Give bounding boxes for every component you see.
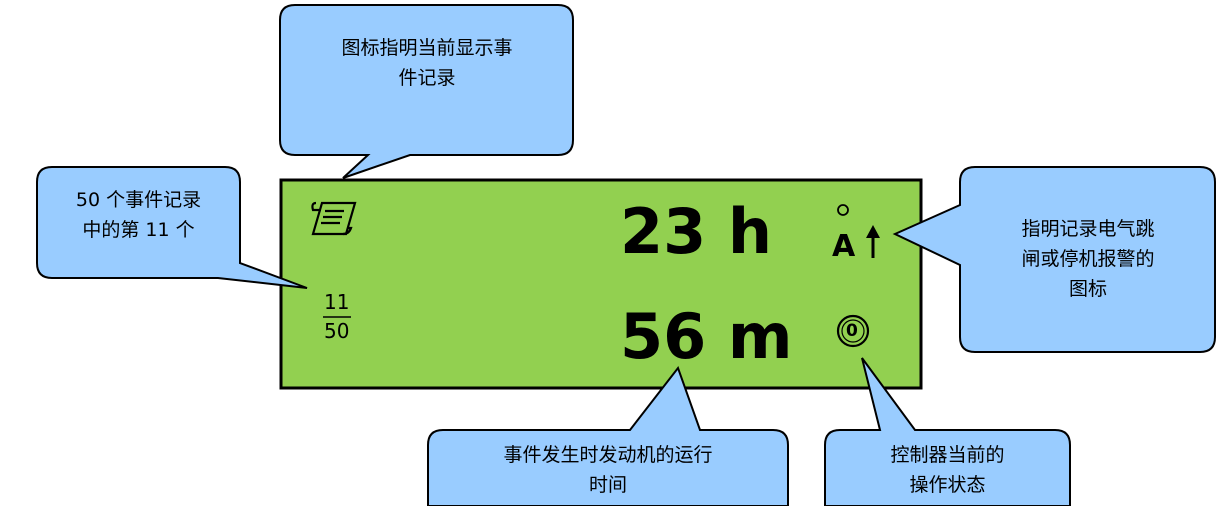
callout-bottom-right-text: 控制器当前的 操作状态 xyxy=(890,444,1005,496)
callout-bottom-center-text: 事件发生时发动机的运行 时间 xyxy=(503,444,713,496)
controller-state-icon xyxy=(836,314,870,348)
callout-left xyxy=(36,166,308,289)
callout-right-text: 指明记录电气跳 闸或停机报警的 图标 xyxy=(1021,218,1155,300)
event-total: 50 xyxy=(324,319,350,343)
callout-right xyxy=(892,166,1216,353)
callout-bottom-center xyxy=(427,365,789,507)
callout-top-text: 图标指明当前显示事 件记录 xyxy=(341,37,513,89)
callout-bottom-right xyxy=(824,357,1071,507)
minutes-value: 56 m xyxy=(620,300,793,373)
callout-left-text: 50 个事件记录 中的第 11 个 xyxy=(75,189,202,241)
callout-top xyxy=(279,4,574,179)
hours-value: 23 h xyxy=(620,195,773,268)
event-number: 11 xyxy=(324,290,350,314)
controller-state-value: 0 xyxy=(846,321,858,341)
scroll-log-icon xyxy=(311,201,357,236)
svg-text:A: A xyxy=(832,229,856,264)
alarm-trip-icon: A xyxy=(832,204,880,264)
lcd-display xyxy=(279,178,923,390)
